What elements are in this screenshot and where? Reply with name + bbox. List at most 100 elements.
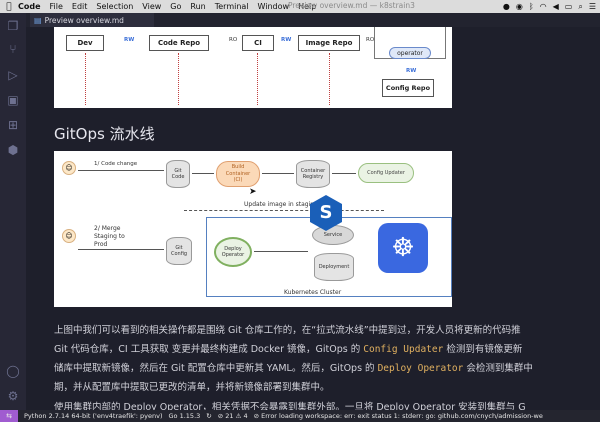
box-config-repo: Config Repo bbox=[382, 79, 434, 97]
spotlight-search-icon[interactable]: ⌕ bbox=[578, 1, 583, 11]
git-code-sub: Code bbox=[171, 174, 185, 180]
label-ro: RO bbox=[229, 37, 238, 43]
watermark-logo-icon: S bbox=[310, 195, 342, 231]
label-rw: RW bbox=[281, 37, 292, 43]
screen-record-icon[interactable]: ◉ bbox=[515, 2, 523, 11]
lifeline bbox=[257, 53, 258, 105]
battery-icon[interactable]: ▭ bbox=[564, 2, 573, 11]
manage-gear-icon[interactable]: ⚙ bbox=[7, 389, 19, 403]
label-merge: 2/ Merge Staging to Prod bbox=[94, 225, 125, 248]
arrow-update-image bbox=[184, 210, 384, 211]
paragraph-1-line-4: 期，并从配置库中提取已更改的清单，并将新镜像部署到集群中。 bbox=[54, 382, 330, 393]
sync-icon[interactable]: ↻ bbox=[206, 412, 212, 420]
docker-icon[interactable]: ⬢ bbox=[7, 143, 19, 157]
activity-bar: ❐ ⑂ ▷ ▣ ⊞ ⬢ ◯ ⚙ bbox=[0, 13, 26, 410]
menu-selection[interactable]: Selection bbox=[96, 2, 134, 11]
text: 会检测到集群中 bbox=[463, 363, 533, 374]
menu-go[interactable]: Go bbox=[170, 2, 182, 11]
menu-help[interactable]: Help bbox=[298, 2, 317, 11]
git-code-label: Git bbox=[174, 167, 182, 174]
box-ci: CI bbox=[242, 35, 274, 51]
tab-preview-overview[interactable]: ▤ Preview overview.md bbox=[30, 13, 154, 27]
arrow-merge bbox=[78, 249, 164, 250]
menu-terminal[interactable]: Terminal bbox=[214, 2, 249, 11]
workspace-error[interactable]: ⊘ Error loading workspace: err: exit sta… bbox=[253, 412, 543, 420]
volume-icon[interactable]: ◀ bbox=[552, 2, 559, 11]
wifi-icon[interactable]: ◠ bbox=[539, 2, 547, 11]
arrow-to-registry bbox=[262, 173, 294, 174]
container-registry: Container Registry bbox=[296, 160, 330, 188]
lifeline bbox=[178, 53, 179, 105]
remote-explorer-icon[interactable]: ▣ bbox=[7, 93, 19, 107]
remote-indicator-icon[interactable]: ⇆ bbox=[0, 410, 18, 422]
label-ro: RO bbox=[366, 37, 375, 43]
mac-menu-bar:  Code File Edit Selection View Go Run T… bbox=[0, 0, 600, 13]
deploy-operator-code: Deploy Operator bbox=[377, 363, 464, 374]
label-rw: RW bbox=[406, 68, 417, 74]
bluetooth-icon[interactable]: ᛒ bbox=[528, 2, 534, 11]
deployment: Deployment bbox=[314, 253, 354, 281]
problems-count[interactable]: ⊘ 21 ⚠ 4 bbox=[217, 412, 248, 420]
merge-line: Staging to bbox=[94, 232, 125, 240]
box-operator: operator bbox=[389, 47, 431, 59]
menu-run[interactable]: Run bbox=[190, 2, 206, 11]
mouse-cursor-icon: ➤ bbox=[249, 187, 257, 197]
app-status-icon[interactable]: ● bbox=[502, 2, 510, 11]
arrow-code-change bbox=[78, 170, 164, 171]
python-interpreter[interactable]: Python 2.7.14 64-bit ('env4traefik': pye… bbox=[24, 412, 163, 420]
explorer-icon[interactable]: ❐ bbox=[7, 19, 19, 33]
markdown-preview[interactable]: Dev RW Code Repo RO CI RW Image Repo RO … bbox=[26, 27, 600, 410]
status-menu-icons: ● ◉ ᛒ ◠ ◀ ▭ ⌕ ☰ bbox=[503, 0, 596, 13]
window-title: Preview overview.md — k8strain3 bbox=[288, 1, 415, 10]
status-bar: ⇆ Python 2.7.14 64-bit ('env4traefik': p… bbox=[0, 410, 600, 422]
arrow-to-workloads bbox=[254, 251, 308, 252]
git-code-repo: Git Code bbox=[166, 160, 190, 188]
architecture-diagram: Dev RW Code Repo RO CI RW Image Repo RO … bbox=[54, 27, 452, 108]
kubernetes-logo-icon: ☸ bbox=[378, 223, 428, 273]
menu-app[interactable]: Code bbox=[18, 2, 41, 11]
menu-window[interactable]: Window bbox=[257, 2, 290, 11]
merge-line: Prod bbox=[94, 240, 108, 248]
git-config-label: Git bbox=[175, 244, 183, 251]
arrow-to-updater bbox=[332, 173, 356, 174]
developer-smiley-icon: ☺ bbox=[62, 161, 76, 175]
label-rw: RW bbox=[124, 37, 135, 43]
paragraph-2-line-1: 使用集群内部的 Deploy Operator，相关凭据不会暴露到集群外部。一旦… bbox=[54, 402, 526, 410]
section-heading: GitOps 流水线 bbox=[54, 125, 155, 143]
menu-file[interactable]: File bbox=[49, 2, 63, 11]
paragraph-1-line-2: Git 代码仓库，CI 工具获取 变更并最终构建成 Docker 镜像，GitO… bbox=[54, 340, 600, 359]
registry-label: Registry bbox=[302, 174, 324, 180]
menu-edit[interactable]: Edit bbox=[71, 2, 88, 11]
config-updater-code: Config Updater bbox=[363, 344, 444, 355]
operator-smiley-icon: ☺ bbox=[62, 229, 76, 243]
build-label: Container bbox=[225, 170, 251, 177]
label-update-image: Update image in staging config bbox=[244, 201, 339, 208]
build-label: (CI) bbox=[233, 177, 243, 184]
source-control-icon[interactable]: ⑂ bbox=[9, 42, 17, 56]
box-image-repo: Image Repo bbox=[298, 35, 360, 51]
build-label: Build bbox=[231, 164, 245, 171]
lifeline bbox=[329, 53, 330, 105]
run-debug-icon[interactable]: ▷ bbox=[8, 68, 18, 82]
service-cloud: Service bbox=[312, 225, 354, 245]
text: 检测到有镜像更新 bbox=[443, 344, 523, 355]
arrow-to-build bbox=[192, 173, 214, 174]
menu-view[interactable]: View bbox=[142, 2, 162, 11]
lifeline bbox=[85, 53, 86, 105]
extensions-icon[interactable]: ⊞ bbox=[7, 118, 19, 132]
box-dev: Dev bbox=[66, 35, 104, 51]
registry-label: Container bbox=[300, 167, 326, 174]
paragraph-1-line-3: 储库中提取新镜像，然后在 Git 配置仓库中更新其 YAML。然后，GitOps… bbox=[54, 359, 600, 378]
deploy-label: Operator bbox=[221, 252, 245, 258]
apple-menu-icon[interactable]:  bbox=[0, 2, 18, 12]
build-container-ci: Build Container (CI) bbox=[216, 161, 260, 187]
text: Git 代码仓库，CI 工具获取 变更并最终构建成 Docker 镜像，GitO… bbox=[54, 344, 364, 355]
control-center-icon[interactable]: ☰ bbox=[588, 2, 596, 11]
deploy-label: Deploy bbox=[224, 245, 242, 252]
tab-label: Preview overview.md bbox=[44, 15, 124, 25]
label-code-change: 1/ Code change bbox=[94, 161, 138, 167]
account-icon[interactable]: ◯ bbox=[6, 364, 20, 378]
merge-line: 2/ Merge bbox=[94, 225, 121, 232]
preview-icon: ▤ bbox=[34, 15, 42, 25]
go-version[interactable]: Go 1.15.3 bbox=[168, 412, 201, 420]
